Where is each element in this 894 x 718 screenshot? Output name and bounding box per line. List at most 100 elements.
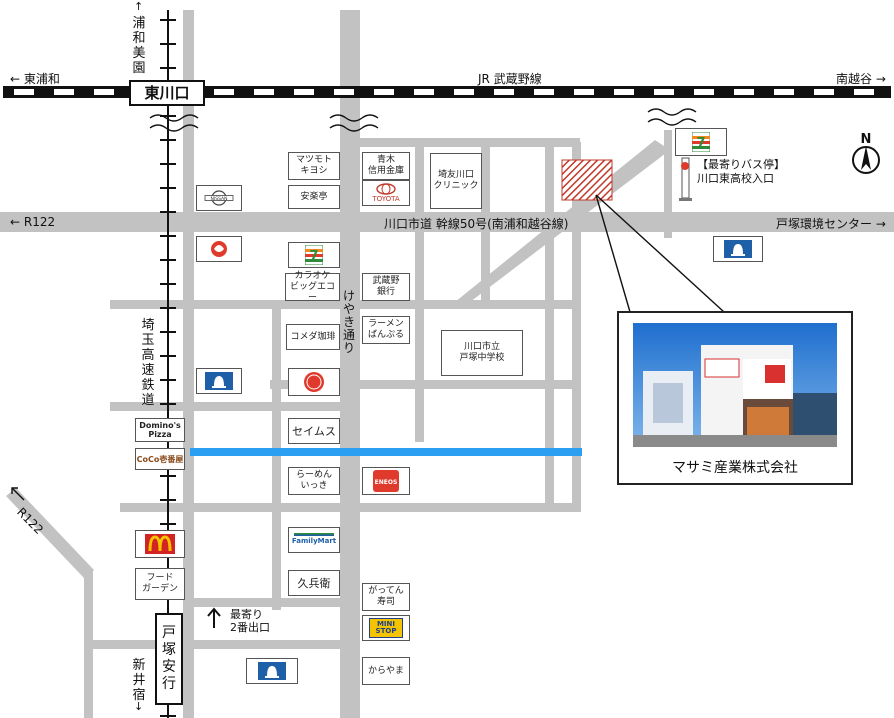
keyaki-dori-road	[340, 10, 360, 718]
landmark-kyubei[interactable]: 久兵衛	[288, 570, 340, 596]
label-west-higashi-urawa: ← 東浦和	[10, 72, 60, 86]
ministop-logo-icon: MINI STOP	[368, 618, 404, 638]
rail-dash	[54, 89, 74, 95]
rail-dash	[854, 89, 874, 95]
label-main-road: 川口市道 幹線50号(南浦和越谷線)	[384, 217, 569, 231]
label-totsuka-angyo: 戸 塚 安 行	[162, 625, 176, 692]
landmark-gatten-sushi[interactable]: がってん 寿司	[362, 583, 410, 611]
rail-dash	[254, 89, 274, 95]
landmark-lawson-south[interactable]	[246, 658, 298, 684]
rail-dash	[334, 89, 354, 95]
station-higashi-kawaguchi[interactable]: 東川口	[129, 80, 205, 106]
lawson-logo-icon	[724, 240, 752, 258]
rail-dash	[734, 89, 754, 95]
rail-dash	[574, 89, 594, 95]
rail-dash	[654, 89, 674, 95]
exit-arrow-icon	[207, 607, 221, 628]
label-saitama-railway: 埼 玉 高 速 鉄 道	[141, 318, 155, 408]
river	[190, 448, 582, 456]
rail-dash	[774, 89, 794, 95]
landmark-komeda-coffee[interactable]: コメダ珈琲	[286, 324, 340, 350]
company-name: マサミ産業株式会社	[672, 460, 798, 476]
north-arrow: N	[852, 132, 880, 174]
rail-dash	[454, 89, 474, 95]
rail-dash	[814, 89, 834, 95]
rail-dash	[694, 89, 714, 95]
label-r122-west: ← R122	[10, 215, 56, 229]
arrow-north-direction: ↑	[134, 0, 144, 13]
label-totsuka-kankyo-center: 戸塚環境センター →	[776, 217, 886, 231]
eneos-logo-icon: ENEOS	[373, 470, 399, 492]
landmark-karayama[interactable]: からやま	[362, 657, 410, 685]
r122-diagonal-arrow	[11, 487, 25, 501]
seven-eleven-logo-icon: 7	[305, 245, 323, 265]
station-totsuka-angyo[interactable]: 戸 塚 安 行	[155, 613, 183, 705]
rail-dash	[414, 89, 434, 95]
landmark-seven-eleven-north[interactable]: 7	[675, 128, 727, 156]
landmark-familymart[interactable]: FamilyMart	[288, 527, 340, 553]
arrow-south-direction: ↓	[134, 700, 144, 713]
callout-line	[595, 194, 725, 313]
label-araijuku: 新 井 宿	[132, 658, 146, 703]
landmark-seven-eleven-main[interactable]: 7	[288, 242, 340, 268]
road-west-vertical	[183, 10, 194, 718]
rail-dash	[94, 89, 114, 95]
rail-dash	[294, 89, 314, 95]
label-keyaki-dori: け や き 通 り	[342, 289, 355, 355]
landmark-aoki-label: 青木 信用金庫	[367, 155, 404, 176]
nissan-logo-icon: NISSAN	[204, 190, 234, 206]
road-break-marks	[149, 108, 697, 132]
company-site	[561, 159, 613, 201]
landmark-musashino-bank[interactable]: 武蔵野 銀行	[362, 273, 410, 301]
familymart-label: FamilyMart	[291, 537, 337, 545]
landmark-matsumoto-kiyoshi[interactable]: マツモト キヨシ	[288, 152, 340, 180]
svg-text:7: 7	[309, 249, 318, 264]
rail-dash	[214, 89, 234, 95]
rail-dash	[494, 89, 514, 95]
familymart-stripe	[294, 533, 334, 536]
landmark-dominos-pizza[interactable]: Domino's Pizza	[135, 418, 185, 442]
landmark-coco-ichibanya[interactable]: CoCo壱番屋	[135, 448, 185, 470]
landmark-toyota[interactable]: TOYOTA	[362, 180, 410, 206]
rail-dash	[14, 89, 34, 95]
lawson-logo-icon	[205, 372, 233, 390]
label-urawa-misono: 浦 和 美 園	[132, 16, 146, 76]
rail-dash	[614, 89, 634, 95]
svg-text:NISSAN: NISSAN	[211, 196, 228, 202]
landmark-ministop[interactable]: MINI STOP	[362, 615, 410, 641]
hm-logo-icon	[304, 372, 324, 392]
landmark-karaoke-big-echo[interactable]: カラオケ ビッグエコー	[285, 271, 340, 303]
rail-dash	[374, 89, 394, 95]
company-building-photo	[633, 323, 837, 447]
toyota-logo-icon	[376, 183, 396, 195]
landmark-aoki-shinkin[interactable]: 青木 信用金庫	[362, 152, 410, 180]
landmark-ramen-ikki[interactable]: らーめん いっき	[288, 467, 340, 495]
lawson-logo-icon	[258, 662, 286, 680]
landmark-lawson-west[interactable]	[196, 368, 242, 394]
callout-line	[595, 194, 631, 313]
landmark-totsuka-junior-high[interactable]: 川口市立 戸塚中学校	[441, 330, 523, 376]
landmark-hm-restaurant[interactable]	[288, 368, 340, 396]
landmark-mcdonalds[interactable]	[135, 530, 185, 558]
exit-label: 最寄り 2番出口	[230, 608, 270, 634]
bus-stop-icon	[679, 157, 692, 201]
landmark-food-garden[interactable]: フード ガーデン	[135, 568, 185, 600]
anrakutei-logo-icon	[211, 241, 227, 257]
label-jr-musashino-line: JR 武蔵野線	[478, 72, 542, 86]
svg-text:N: N	[861, 132, 872, 147]
bus-stop-label: 【最寄りバス停】 川口東高校入口	[697, 158, 785, 185]
landmark-anrakutei-logo[interactable]	[196, 236, 242, 262]
mcdonalds-logo-icon	[145, 534, 175, 554]
landmark-eneos[interactable]: ENEOS	[362, 467, 410, 495]
rail-dash	[534, 89, 554, 95]
landmark-nissan[interactable]: NISSAN	[196, 185, 242, 211]
label-east-minami-koshigaya: 南越谷 →	[836, 72, 886, 86]
landmark-ramen-banpuru[interactable]: ラーメン ばんぷる	[362, 316, 410, 344]
landmark-lawson-east[interactable]	[713, 236, 763, 262]
landmark-saiyu-clinic[interactable]: 埼友川口 クリニック	[430, 153, 482, 209]
seven-eleven-logo-icon: 7	[692, 132, 710, 152]
landmark-seimusu[interactable]: セイムス	[288, 418, 340, 444]
company-photo-panel: マサミ産業株式会社	[617, 311, 853, 485]
landmark-anrakutei[interactable]: 安楽亭	[288, 185, 340, 209]
